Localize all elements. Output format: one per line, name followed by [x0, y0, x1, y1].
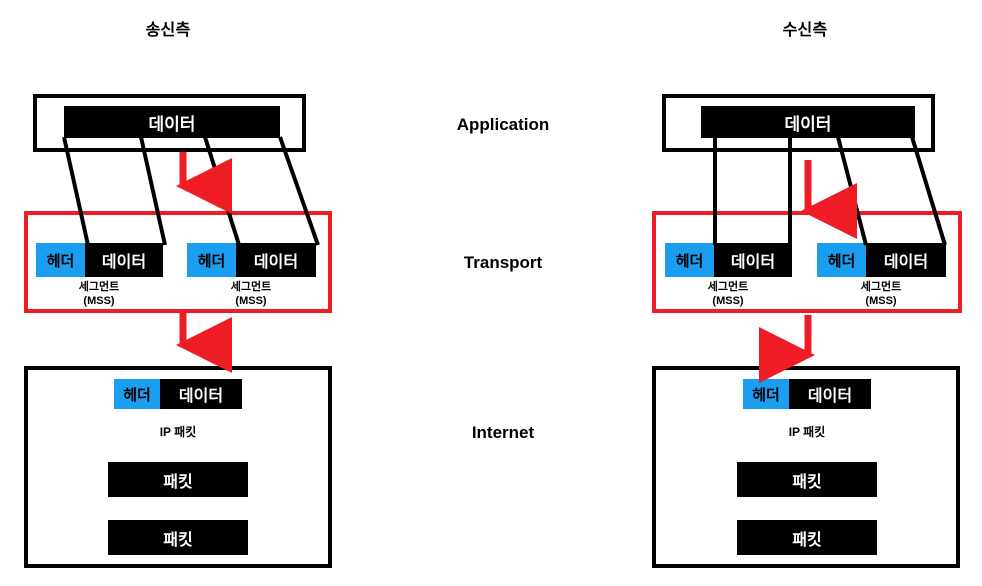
- segment-header-label: 헤더: [665, 243, 714, 277]
- layer-label-transport: Transport: [463, 253, 543, 272]
- caption-line-1: 세그먼트: [78, 281, 120, 293]
- caption-line-1: 세그먼트: [860, 281, 902, 293]
- receiver-segment-1-caption: 세그먼트 (MSS): [668, 281, 788, 309]
- sender-ip-packet: 헤더 데이터: [114, 379, 242, 409]
- sender-segment-1-caption: 세그먼트 (MSS): [39, 281, 159, 309]
- receiver-segment-2-caption: 세그먼트 (MSS): [821, 281, 941, 309]
- receiver-application-data-bar: 데이터: [701, 106, 915, 138]
- segment-data-label: 데이터: [714, 243, 792, 277]
- caption-line-2: (MSS): [865, 294, 897, 307]
- segment-header-label: 헤더: [187, 243, 236, 277]
- segment-data-label: 데이터: [85, 243, 163, 277]
- segment-header-label: 헤더: [817, 243, 866, 277]
- layer-label-application: Application: [456, 115, 550, 134]
- sender-transport-segment-2: 헤더 데이터: [187, 243, 316, 277]
- sender-application-data-bar: 데이터: [64, 106, 280, 138]
- sender-transport-segment-1: 헤더 데이터: [36, 243, 163, 277]
- layer-label-internet: Internet: [471, 423, 535, 442]
- ip-packet-header-label: 헤더: [114, 379, 160, 409]
- segment-data-label: 데이터: [236, 243, 316, 277]
- caption-line-1: 세그먼트: [230, 281, 272, 293]
- receiver-packet-2: 패킷: [737, 520, 877, 555]
- sender-column-title: 송신측: [145, 22, 191, 39]
- segment-data-label: 데이터: [866, 243, 946, 277]
- receiver-transport-segment-2: 헤더 데이터: [817, 243, 946, 277]
- ip-packet-header-label: 헤더: [743, 379, 789, 409]
- receiver-ip-packet: 헤더 데이터: [743, 379, 871, 409]
- segment-header-label: 헤더: [36, 243, 85, 277]
- caption-line-2: (MSS): [83, 294, 115, 307]
- receiver-packet-1: 패킷: [737, 462, 877, 497]
- receiver-transport-segment-1: 헤더 데이터: [665, 243, 792, 277]
- sender-ip-packet-caption: IP 패킷: [159, 425, 197, 439]
- ip-packet-data-label: 데이터: [160, 379, 242, 409]
- receiver-ip-packet-caption: IP 패킷: [788, 425, 826, 439]
- caption-line-1: 세그먼트: [707, 281, 749, 293]
- receiver-column-title: 수신측: [782, 22, 828, 39]
- ip-packet-data-label: 데이터: [789, 379, 871, 409]
- caption-line-2: (MSS): [235, 294, 267, 307]
- sender-packet-2: 패킷: [108, 520, 248, 555]
- sender-segment-2-caption: 세그먼트 (MSS): [191, 281, 311, 309]
- caption-line-2: (MSS): [712, 294, 744, 307]
- sender-packet-1: 패킷: [108, 462, 248, 497]
